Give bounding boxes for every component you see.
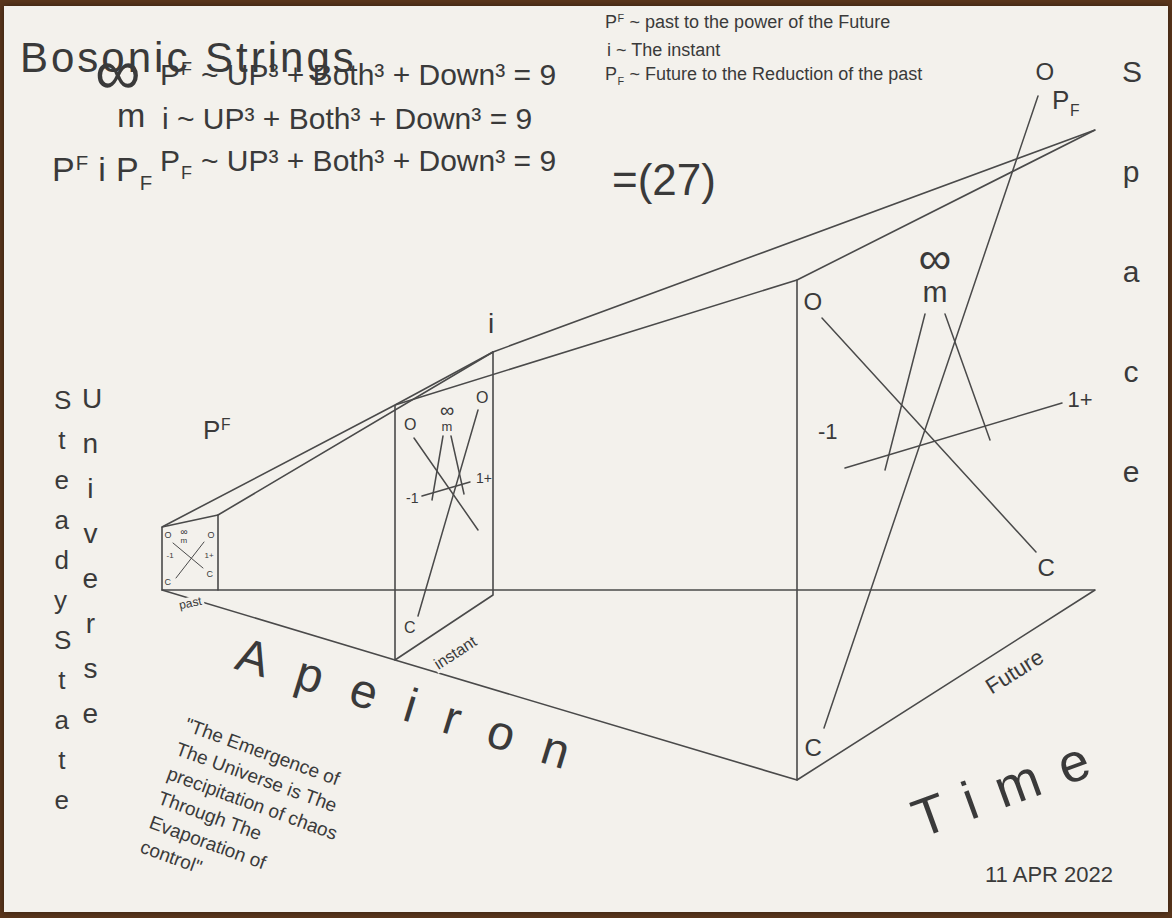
frame-mark: C — [165, 578, 172, 587]
label-group: PF — [1052, 86, 1080, 116]
frame-stroke — [945, 314, 990, 440]
perspective-edge — [493, 130, 1095, 352]
label-group: Universe — [82, 376, 99, 736]
handwritten-label: P — [605, 64, 617, 85]
frame-mark: -1 — [406, 491, 418, 505]
handwritten-label: F — [1070, 102, 1080, 120]
handwritten-label: 11 APR 2022 — [985, 862, 1113, 887]
handwritten-label: i — [98, 150, 106, 189]
handwritten-label: Space — [1122, 22, 1140, 522]
frame-mark: C — [1038, 556, 1055, 580]
label-group: =(27) — [612, 155, 716, 206]
label-group: PF ~ Future to the Reduction of the past — [605, 64, 922, 85]
frame-mark: C — [404, 620, 416, 636]
frame-mark: ∞ — [440, 400, 454, 420]
handwritten-label: P — [203, 416, 220, 446]
label-group: ∞ — [95, 40, 141, 104]
handwritten-label: Steady State — [54, 380, 70, 820]
frame-mark: -1 — [167, 552, 174, 560]
frame-stroke — [432, 436, 443, 500]
handwritten-label: i — [488, 308, 494, 340]
frame-mark: m — [442, 420, 453, 433]
frame-border — [395, 352, 493, 660]
handwritten-label: =(27) — [612, 155, 716, 206]
frame-stroke — [885, 314, 925, 470]
frame-mark: ∞ — [919, 235, 952, 281]
label-group: Steady State — [54, 380, 70, 820]
frustum-line — [162, 280, 797, 527]
handwritten-label: m — [117, 98, 145, 132]
handwritten-label: P — [160, 144, 180, 179]
handwritten-label: ~ past to the power of the Future — [630, 12, 891, 33]
frame-mark: -1 — [818, 421, 838, 443]
label-group: PF — [203, 416, 231, 446]
handwritten-label: P — [52, 150, 75, 189]
label-group: PF ~ past to the power of the Future — [605, 12, 890, 33]
handwritten-label: i ~ The instant — [607, 40, 720, 61]
frame-mark: 1+ — [476, 471, 492, 485]
handwritten-label: F — [618, 75, 625, 87]
label-group: i ~ UP³ + Both³ + Down³ = 9 — [162, 102, 532, 137]
handwritten-label: ~ Future to the Reduction of the past — [630, 64, 923, 85]
frame-mark: O — [1036, 60, 1055, 84]
handwritten-label: P — [605, 12, 617, 33]
frame-outline — [795, 55, 1100, 783]
frame-mark: ∞ — [181, 527, 188, 537]
frame-mark: O — [804, 290, 823, 314]
frame-stroke — [822, 318, 1036, 552]
label-group: PF ~ UP³ + Both³ + Down³ = 9 — [160, 58, 556, 93]
label-group: PFiPF — [52, 150, 152, 189]
handwritten-label: P — [1052, 86, 1069, 116]
frame-stroke — [414, 438, 478, 530]
handwritten-label: ~ UP³ + Both³ + Down³ = 9 — [201, 58, 556, 93]
frame-stroke — [173, 543, 203, 568]
label-group: Space — [1122, 22, 1140, 522]
label-group: i — [488, 308, 494, 340]
frame-stroke — [418, 410, 478, 616]
frame-mark: C — [207, 570, 214, 579]
handwritten-label: ~ UP³ + Both³ + Down³ = 9 — [201, 144, 556, 179]
handwritten-label: ∞ — [95, 40, 141, 104]
perspective-frame: O ∞m O -1 1+ C C Future — [795, 55, 1100, 783]
label-group: m — [117, 98, 145, 132]
frame-stroke — [824, 96, 1038, 728]
frame-stroke — [451, 436, 464, 494]
label-group: i ~ The instant — [607, 40, 720, 61]
handwritten-label: Universe — [82, 376, 99, 736]
handwritten-label: i ~ UP³ + Both³ + Down³ = 9 — [162, 102, 532, 137]
handwritten-label: F — [618, 12, 625, 24]
handwritten-label: F — [140, 172, 152, 195]
frame-mark: 1+ — [205, 552, 214, 560]
handwritten-label: F — [181, 59, 192, 80]
frame-stroke — [845, 403, 1062, 468]
frustum-line — [218, 589, 1095, 591]
label-group: PF~ UP³ + Both³ + Down³ = 9 — [160, 144, 556, 179]
handwritten-label: P — [116, 150, 139, 189]
perspective-frame: O∞mO-11+CCpast — [156, 508, 222, 596]
frame-border — [797, 130, 1095, 780]
frame-mark: m — [181, 537, 188, 545]
handwritten-label: F — [181, 163, 192, 184]
frame-mark: m — [923, 277, 948, 307]
perspective-edge — [218, 352, 493, 515]
handwritten-label: F — [76, 152, 88, 175]
frame-mark: 1+ — [1068, 389, 1093, 411]
label-group: 11 APR 2022 — [985, 862, 1113, 887]
frame-mark: O — [404, 417, 416, 433]
frame-mark: O — [208, 531, 215, 540]
frame-mark: O — [165, 531, 172, 540]
frame-mark: O — [476, 390, 488, 406]
frame-mark: Future — [980, 645, 1049, 699]
frame-border — [162, 515, 218, 590]
perspective-frame: O∞mO-11+Cinstant — [393, 350, 495, 662]
handwritten-label: F — [221, 416, 231, 434]
frame-stroke — [176, 542, 204, 578]
frame-mark: C — [805, 736, 822, 760]
handwritten-label: P — [160, 58, 180, 93]
